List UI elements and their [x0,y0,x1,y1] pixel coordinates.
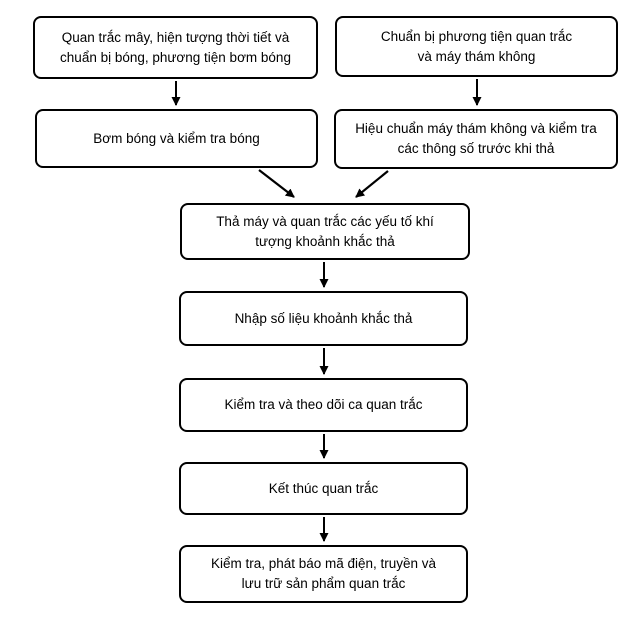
arrow-calibrate-to-release [355,170,389,198]
flow-node-label: Quan trắc mây, hiện tượng thời tiết và c… [60,29,291,65]
flow-node-inflate-balloon: Bơm bóng và kiểm tra bóng [35,109,318,168]
flow-node-label: Kiểm tra, phát báo mã điện, truyền và lư… [210,556,437,591]
flow-node-monitor-session: Kiểm tra và theo dõi ca quan trắc [179,378,468,432]
arrow-inflate-to-release [258,169,295,198]
flow-node-check-transmit-store: Kiểm tra, phát báo mã điện, truyền và lư… [179,545,468,603]
flow-node-label: Kết thúc quan trắc [268,480,379,496]
flow-node-label: Bơm bóng và kiểm tra bóng [93,130,260,146]
flow-node-release-and-observe: Thả máy và quan trắc các yếu tố khí tượn… [180,203,470,260]
flow-node-label: Hiệu chuẩn máy thám không và kiểm tra cá… [355,121,597,156]
flow-node-end-observation: Kết thúc quan trắc [179,462,468,515]
flow-node-label: Kiểm tra và theo dõi ca quan trắc [224,397,423,412]
flow-node-calibrate-radiosonde: Hiệu chuẩn máy thám không và kiểm tra cá… [334,109,618,169]
flow-node-prepare-balloon-observation: Quan trắc mây, hiện tượng thời tiết và c… [33,16,318,79]
flow-node-enter-release-data: Nhập số liệu khoảnh khắc thả [179,291,468,346]
flow-node-label: Thả máy và quan trắc các yếu tố khí tượn… [216,213,434,249]
flow-node-label: Nhập số liệu khoảnh khắc thả [234,310,413,326]
flow-node-label: Chuẩn bị phương tiện quan trắc và máy th… [380,28,573,64]
flow-node-prepare-equipment: Chuẩn bị phương tiện quan trắc và máy th… [335,16,618,77]
